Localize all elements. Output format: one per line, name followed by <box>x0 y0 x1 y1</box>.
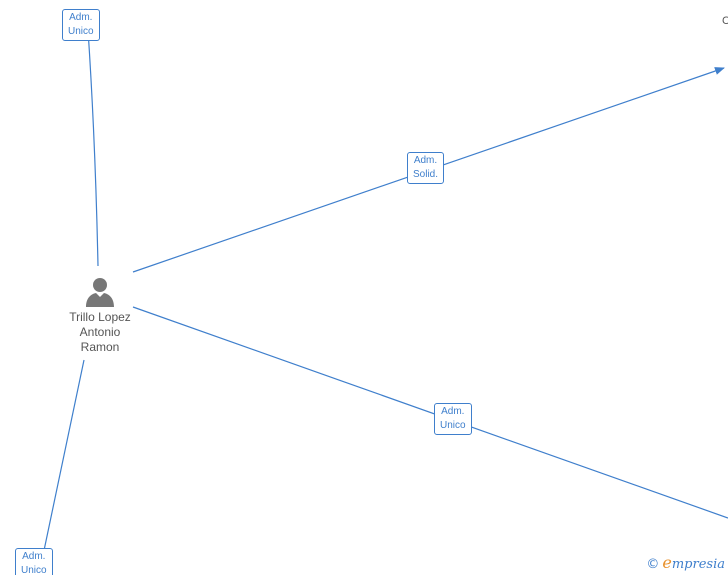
person-name-line: Trillo Lopez <box>69 310 131 324</box>
edge-label-line: Unico <box>21 565 47 575</box>
person-node[interactable]: Trillo Lopez Antonio Ramon <box>56 276 144 355</box>
edge-label-line: Adm. <box>22 551 46 562</box>
edge-label-upper-right[interactable]: Adm. Solid. <box>407 152 445 184</box>
edge-label-line: Adm. <box>69 12 93 23</box>
edge-line-top <box>87 29 99 267</box>
edge-label-line: Unico <box>68 26 94 37</box>
edge-line-bottom <box>41 359 85 561</box>
person-name: Trillo Lopez Antonio Ramon <box>56 310 144 355</box>
brand-watermark: ©empresia <box>646 553 725 572</box>
edge-label-top[interactable]: Adm. Unico <box>62 9 100 41</box>
edge-label-line: Adm. <box>413 155 438 166</box>
person-name-line: Antonio <box>79 325 121 339</box>
edge-label-line: Unico <box>440 420 466 431</box>
edge-label-line: Solid. <box>413 169 439 180</box>
edge-label-bottom[interactable]: Adm. Unico <box>15 548 53 575</box>
edge-label-line: Adm. <box>441 406 465 417</box>
person-silhouette-icon <box>86 278 114 307</box>
brand-initial: e <box>662 553 672 572</box>
edge-line-lower-right <box>132 306 728 519</box>
brand-name: mpresia <box>671 557 725 572</box>
edge-label-lower-right[interactable]: Adm. Unico <box>434 403 472 435</box>
person-name-line: Ramon <box>80 340 120 354</box>
copyright-symbol: © <box>646 557 660 572</box>
clipped-node-label: C <box>722 15 728 27</box>
